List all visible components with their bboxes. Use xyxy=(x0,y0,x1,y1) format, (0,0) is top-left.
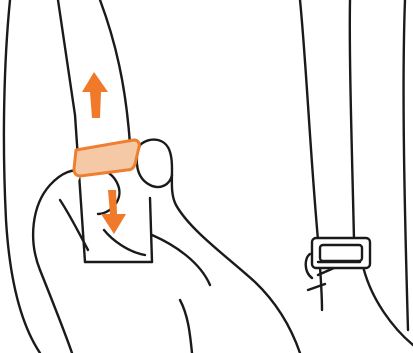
backpack-body-outline xyxy=(4,0,40,353)
strap-slider-buckle xyxy=(74,140,139,176)
adjust-up-arrow xyxy=(82,72,108,118)
right-shoulder-strap xyxy=(300,0,413,345)
strap-side-buckle xyxy=(306,238,370,278)
